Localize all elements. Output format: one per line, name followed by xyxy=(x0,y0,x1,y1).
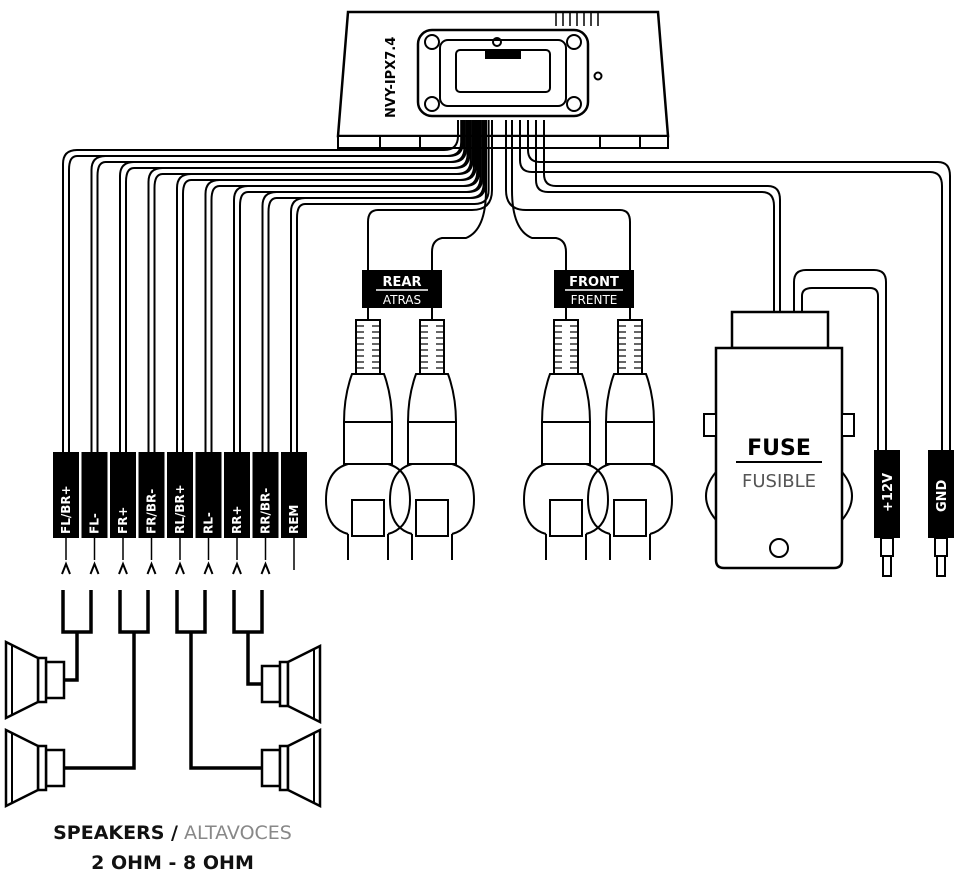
speaker-wire-7 xyxy=(233,120,479,452)
wire-labels: FL/BR+ FL- FR+ FR/BR- RL/BR+ RL- RR+ RR/BR- REM xyxy=(53,452,307,538)
wire-arrow-1 xyxy=(61,561,71,575)
speaker-1 xyxy=(4,639,66,721)
svg-text:GND: GND xyxy=(935,479,950,512)
wire-label-5: RL/BR+ xyxy=(167,452,193,538)
speaker-lead-arrows xyxy=(61,538,295,575)
rca-front-label: FRONT FRENTE xyxy=(554,270,634,308)
fuse-subtitle: FUSIBLE xyxy=(742,471,816,492)
speaker-wire-8 xyxy=(261,120,482,452)
svg-text:RR/BR-: RR/BR- xyxy=(259,488,273,534)
wire-label-7: RR+ xyxy=(224,452,250,538)
rca-connector-3 xyxy=(522,319,610,560)
svg-text:ATRAS: ATRAS xyxy=(383,293,421,307)
speaker-2 xyxy=(4,727,66,809)
power-label-12v: +12V xyxy=(874,450,900,538)
power-terminals xyxy=(880,537,948,577)
speaker-wire-9 xyxy=(290,120,485,452)
svg-text:FRONT: FRONT xyxy=(569,275,619,290)
wire-arrow-2 xyxy=(89,561,100,575)
speakers-caption-bold: SPEAKERS / xyxy=(53,822,178,844)
wire-arrow-4 xyxy=(146,561,157,575)
svg-text:FR/BR-: FR/BR- xyxy=(145,489,159,534)
wire-label-9: REM xyxy=(281,452,307,538)
amplifier-unit xyxy=(336,10,670,149)
speaker-wire-2 xyxy=(90,120,463,452)
speaker-wire-bundle xyxy=(62,120,490,452)
wire-arrow-3 xyxy=(118,561,128,575)
speaker-wire-4 xyxy=(147,120,469,452)
wire-label-2: FL- xyxy=(81,452,108,538)
svg-text:RR+: RR+ xyxy=(230,505,244,534)
rca-connectors xyxy=(324,319,674,560)
svg-text:+12V: +12V xyxy=(881,473,896,512)
wire-arrow-8 xyxy=(260,561,271,575)
wire-arrow-5 xyxy=(175,561,185,575)
rca-connector-4 xyxy=(586,319,674,560)
wire-label-4: FR/BR- xyxy=(138,452,165,538)
svg-text:FR+: FR+ xyxy=(116,507,130,535)
rca-connector-2 xyxy=(388,319,476,560)
speakers xyxy=(4,639,322,809)
rca-rear-label: REAR ATRAS xyxy=(362,270,442,308)
speaker-wire-6 xyxy=(204,120,475,452)
svg-text:FRENTE: FRENTE xyxy=(571,293,618,307)
amplifier-model-label: NVY-IPX7.4 xyxy=(384,37,399,118)
wire-label-3: FR+ xyxy=(110,452,136,538)
svg-text:FL/BR+: FL/BR+ xyxy=(59,485,73,534)
speaker-wire-9-outline xyxy=(296,120,490,452)
speaker-wire-3 xyxy=(119,120,466,452)
speaker-wire-1 xyxy=(62,120,459,452)
speakers-caption-light: ALTAVOCES xyxy=(184,822,292,844)
fuse-holder xyxy=(703,310,855,570)
svg-text:REM: REM xyxy=(287,505,301,534)
wire-label-1: FL/BR+ xyxy=(53,452,79,538)
speaker-3 xyxy=(260,643,322,725)
power-label-gnd: GND xyxy=(928,450,954,538)
wire-arrow-6 xyxy=(203,561,214,575)
rca-connector-1 xyxy=(324,319,412,560)
speaker-connection-wires xyxy=(61,590,264,770)
rca-cable-bundle xyxy=(367,120,631,320)
wire-label-8: RR/BR- xyxy=(252,452,279,538)
wire-label-6: RL- xyxy=(195,452,222,538)
svg-text:RL/BR+: RL/BR+ xyxy=(173,484,187,534)
impedance-caption: 2 OHM - 8 OHM xyxy=(91,852,254,874)
svg-text:REAR: REAR xyxy=(383,275,422,290)
speakers-caption: SPEAKERS / ALTAVOCES xyxy=(0,822,345,844)
svg-text:FL-: FL- xyxy=(88,513,102,534)
speaker-4 xyxy=(260,727,322,809)
speaker-wire-5 xyxy=(176,120,472,452)
svg-text:RL-: RL- xyxy=(202,512,216,534)
fuse-title: FUSE xyxy=(747,436,811,461)
power-wire-bundle xyxy=(519,120,951,450)
wire-arrow-7 xyxy=(232,561,242,575)
